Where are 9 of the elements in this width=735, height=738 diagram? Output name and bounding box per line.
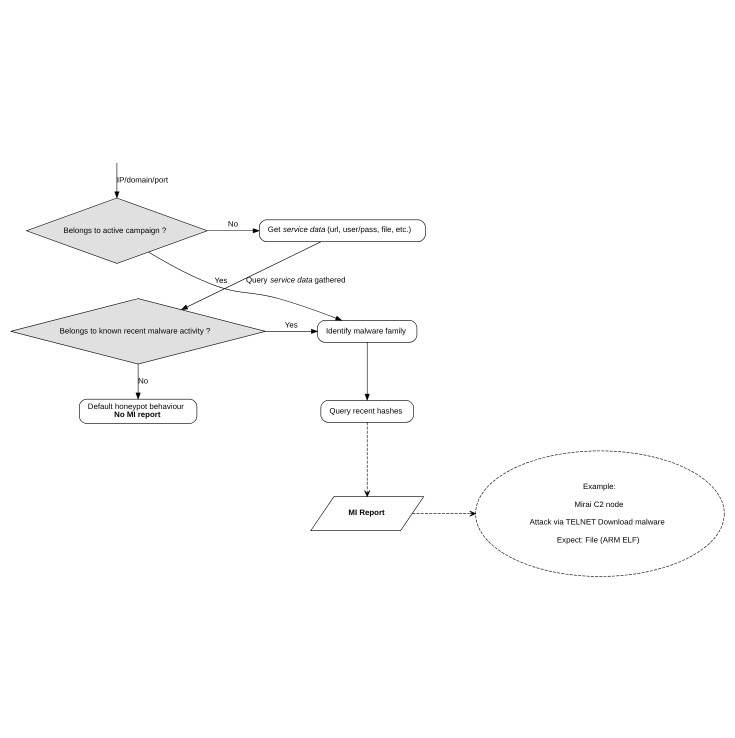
- arrow: [136, 363, 141, 400]
- arrow: [180, 240, 322, 310]
- arrow: [364, 342, 370, 401]
- arrow: [207, 228, 260, 233]
- arrow: [148, 251, 343, 320]
- arrow: [114, 162, 120, 198]
- arrow: [265, 328, 318, 334]
- arrow: [412, 510, 476, 516]
- arrow: [364, 422, 370, 496]
